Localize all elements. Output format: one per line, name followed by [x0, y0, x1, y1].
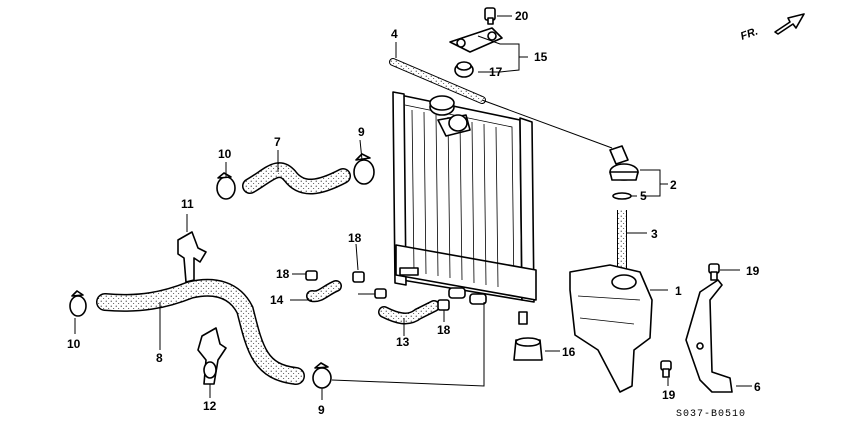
bracket-assembly: [449, 7, 503, 78]
callout-18-left: 18: [276, 267, 290, 281]
bolt-upper: [708, 263, 720, 281]
small-hose-14: [306, 280, 342, 303]
callout-13: 13: [396, 335, 410, 349]
callout-3: 3: [651, 227, 658, 241]
tank-bracket: [685, 279, 733, 393]
callout-1: 1: [675, 284, 682, 298]
callout-14: 14: [270, 293, 284, 307]
callout-10-lower: 10: [67, 337, 81, 351]
callout-9-lower: 9: [318, 403, 325, 417]
radiator: [392, 91, 537, 325]
reserve-tank: [569, 264, 653, 393]
bolt-lower: [660, 360, 672, 378]
callout-9-upper: 9: [358, 125, 365, 139]
callout-4: 4: [391, 27, 398, 41]
callout-12: 12: [203, 399, 217, 413]
leader-lines: [74, 15, 752, 400]
callout-20: 20: [515, 9, 529, 23]
callout-6: 6: [754, 380, 761, 394]
hose-clip-12: [197, 327, 227, 385]
callout-18-top: 18: [348, 231, 362, 245]
reservoir-cap: [609, 145, 639, 181]
clip-right: [437, 299, 450, 311]
callout-2: 2: [670, 178, 677, 192]
hose-clip-11: [177, 231, 207, 283]
clamp-lower-right: [312, 362, 332, 389]
clamp-lower-left: [69, 290, 87, 317]
callout-15: 15: [534, 50, 548, 64]
small-hose-13: [378, 300, 440, 325]
callout-19-upper: 19: [746, 264, 760, 278]
clamp-upper-right: [353, 153, 375, 185]
callout-10-upper: 10: [218, 147, 232, 161]
front-direction-arrow: FR.: [739, 13, 805, 43]
callout-18-right: 18: [437, 323, 451, 337]
washer: [612, 192, 632, 200]
upper-hose: [242, 162, 351, 195]
front-label: FR.: [739, 25, 760, 42]
clip-left: [305, 270, 318, 281]
diagram-code: S037-B0510: [676, 409, 746, 420]
callout-7: 7: [274, 135, 281, 149]
callouts: 1 2 3 4 5 6 7 8 9 9 10 10 11 12 13 14 15…: [67, 9, 761, 417]
callout-5: 5: [640, 189, 647, 203]
callout-11: 11: [181, 197, 194, 211]
lower-hose: [96, 278, 305, 385]
mount-cushion: [513, 337, 543, 361]
callout-19-lower: 19: [662, 388, 676, 402]
overflow-tube: [389, 58, 486, 104]
callout-16: 16: [562, 345, 576, 359]
callout-8: 8: [156, 351, 163, 365]
callout-17: 17: [489, 65, 503, 79]
